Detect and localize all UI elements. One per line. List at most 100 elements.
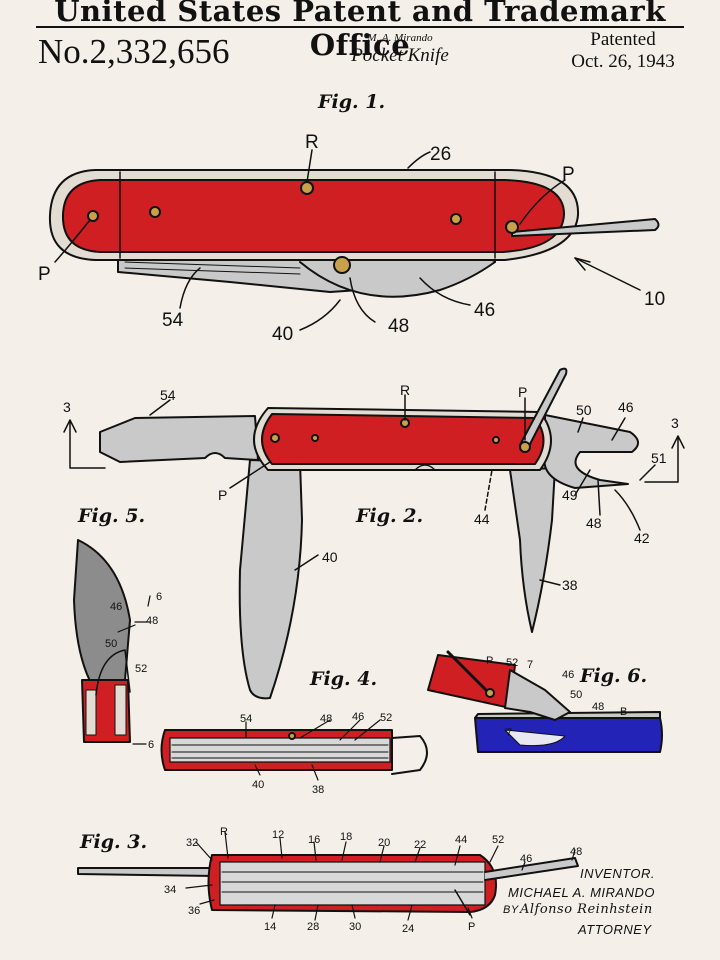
fig1-ref: 54 <box>162 310 184 331</box>
fig1-ref: P <box>562 164 575 185</box>
fig2-ref: 51 <box>651 450 667 466</box>
fig3-ref: 30 <box>349 921 361 933</box>
fig3-ref: 34 <box>164 884 176 896</box>
fig2-ref: 38 <box>562 577 578 593</box>
fig2-ref: 44 <box>474 511 490 527</box>
fig5-ref: 52 <box>135 663 147 675</box>
inventor-name: MICHAEL A. MIRANDO <box>508 885 655 900</box>
fig1-pin-48 <box>333 256 351 274</box>
fig5-ref: 46 <box>110 601 122 613</box>
fig6-ref: B <box>620 706 627 718</box>
invention-title: Pocket Knife <box>351 45 449 66</box>
fig3-blade <box>77 867 216 877</box>
fig3-ref: 18 <box>340 831 352 843</box>
fig1-ref: 40 <box>272 324 293 345</box>
fig4-ref: 38 <box>312 784 324 796</box>
fig2-drawing: Fig. 2. 3 54 <box>63 367 685 700</box>
attorney-signature: Alfonso Reinhstein <box>520 902 653 917</box>
fig2-small-blade <box>509 467 556 633</box>
office-title: United States Patent and Trademark Offic… <box>54 0 666 62</box>
fig6-opener <box>504 669 571 721</box>
fig6-ref: 52 <box>506 657 518 669</box>
fig1-pin-r <box>300 181 314 195</box>
inventor-short: M. A. Mirando <box>367 32 433 44</box>
fig5-blade <box>73 539 131 691</box>
fig2-handle <box>261 413 545 465</box>
fig5-ref: 50 <box>105 638 117 650</box>
fig1-ref: 26 <box>430 144 451 165</box>
by-label: BY <box>503 904 519 916</box>
fig5-ref: 6 <box>156 591 162 603</box>
fig4-ref: 48 <box>320 713 332 725</box>
fig6-ref: 46 <box>562 669 574 681</box>
fig6-ref: 48 <box>592 701 604 713</box>
fig1-awl <box>511 218 660 237</box>
fig6-drawing: Fig. 6. P 52 7 46 50 48 B 7 <box>427 650 663 753</box>
fig3-ref: 16 <box>308 834 320 846</box>
fig2-label: Fig. 2. <box>355 505 423 527</box>
fig1-ref: P <box>38 264 51 285</box>
fig2-ref: 40 <box>322 549 338 565</box>
fig6-ref: P <box>486 655 493 667</box>
fig3-ref: 44 <box>455 834 467 846</box>
fig3-label: Fig. 3. <box>79 831 147 853</box>
fig3-ref: 32 <box>186 837 198 849</box>
fig2-ref: 49 <box>562 487 578 503</box>
fig3-ref: 24 <box>402 923 414 935</box>
fig6-can <box>474 717 663 753</box>
inventor-label: INVENTOR. <box>580 866 656 881</box>
fig1-drawing: Fig. 1. R 26 P P 10 54 40 <box>38 91 665 345</box>
fig1-ref: R <box>305 132 319 153</box>
fig4-label: Fig. 4. <box>309 668 377 690</box>
fig1-ref: 46 <box>474 300 495 321</box>
header-rule <box>36 26 684 28</box>
fig3-ref: 46 <box>520 853 532 865</box>
fig2-ref: R <box>400 382 410 398</box>
fig3-ref: P <box>468 921 475 933</box>
fig1-label: Fig. 1. <box>317 91 385 113</box>
fig2-can-opener <box>99 415 259 463</box>
fig2-ref: 48 <box>586 515 602 531</box>
attorney-label: ATTORNEY <box>578 922 652 937</box>
fig6-label: Fig. 6. <box>579 665 647 687</box>
fig3-ref: 22 <box>414 839 426 851</box>
fig5-label: Fig. 5. <box>77 505 145 527</box>
fig1-handle <box>61 179 566 253</box>
fig6-ref: 7 <box>527 659 533 671</box>
fig2-ref: 46 <box>618 399 634 415</box>
patented-label: Patented <box>590 29 656 50</box>
fig3-drawing: Fig. 3. 32 R 12 16 18 20 22 44 52 46 48 … <box>77 826 582 935</box>
fig2-ref: 54 <box>160 387 176 403</box>
fig5-ref: 6 <box>148 739 154 751</box>
fig3-ref: 28 <box>307 921 319 933</box>
fig3-ref: 52 <box>492 834 504 846</box>
fig2-ref: 42 <box>634 530 650 546</box>
fig2-ref: 50 <box>576 402 592 418</box>
fig1-ref: 10 <box>644 289 665 310</box>
fig3-ref: 20 <box>378 837 390 849</box>
fig3-ref: 12 <box>272 829 284 841</box>
patented-block: Patented Oct. 26, 1943 <box>560 29 686 73</box>
fig4-ref: 52 <box>380 712 392 724</box>
fig3-ref: R <box>220 826 228 838</box>
fig6-handle <box>427 654 516 709</box>
fig1-pin-p <box>87 210 99 222</box>
fig2-ref: P <box>518 384 527 400</box>
fig4-ref: 40 <box>252 779 264 791</box>
fig4-ref: 46 <box>352 711 364 723</box>
fig2-screwdriver <box>543 414 639 489</box>
fig2-ref: P <box>218 487 227 503</box>
fig1-ref: 48 <box>388 316 409 337</box>
fig4-ref: 54 <box>240 713 252 725</box>
patented-date: Oct. 26, 1943 <box>571 51 675 72</box>
fig2-large-blade <box>238 459 303 700</box>
patent-number: No.2,332,656 <box>38 32 230 71</box>
fig4-drawing: Fig. 4. 54 48 46 52 40 38 <box>160 668 428 796</box>
fig2-ref: 3 <box>671 415 679 431</box>
fig5-ref: 48 <box>146 615 158 627</box>
fig3-ref: 36 <box>188 905 200 917</box>
fig3-ref: 14 <box>264 921 276 933</box>
fig6-ref: 50 <box>570 689 582 701</box>
fig2-awl <box>519 367 568 449</box>
fig3-ref: 48 <box>570 846 582 858</box>
